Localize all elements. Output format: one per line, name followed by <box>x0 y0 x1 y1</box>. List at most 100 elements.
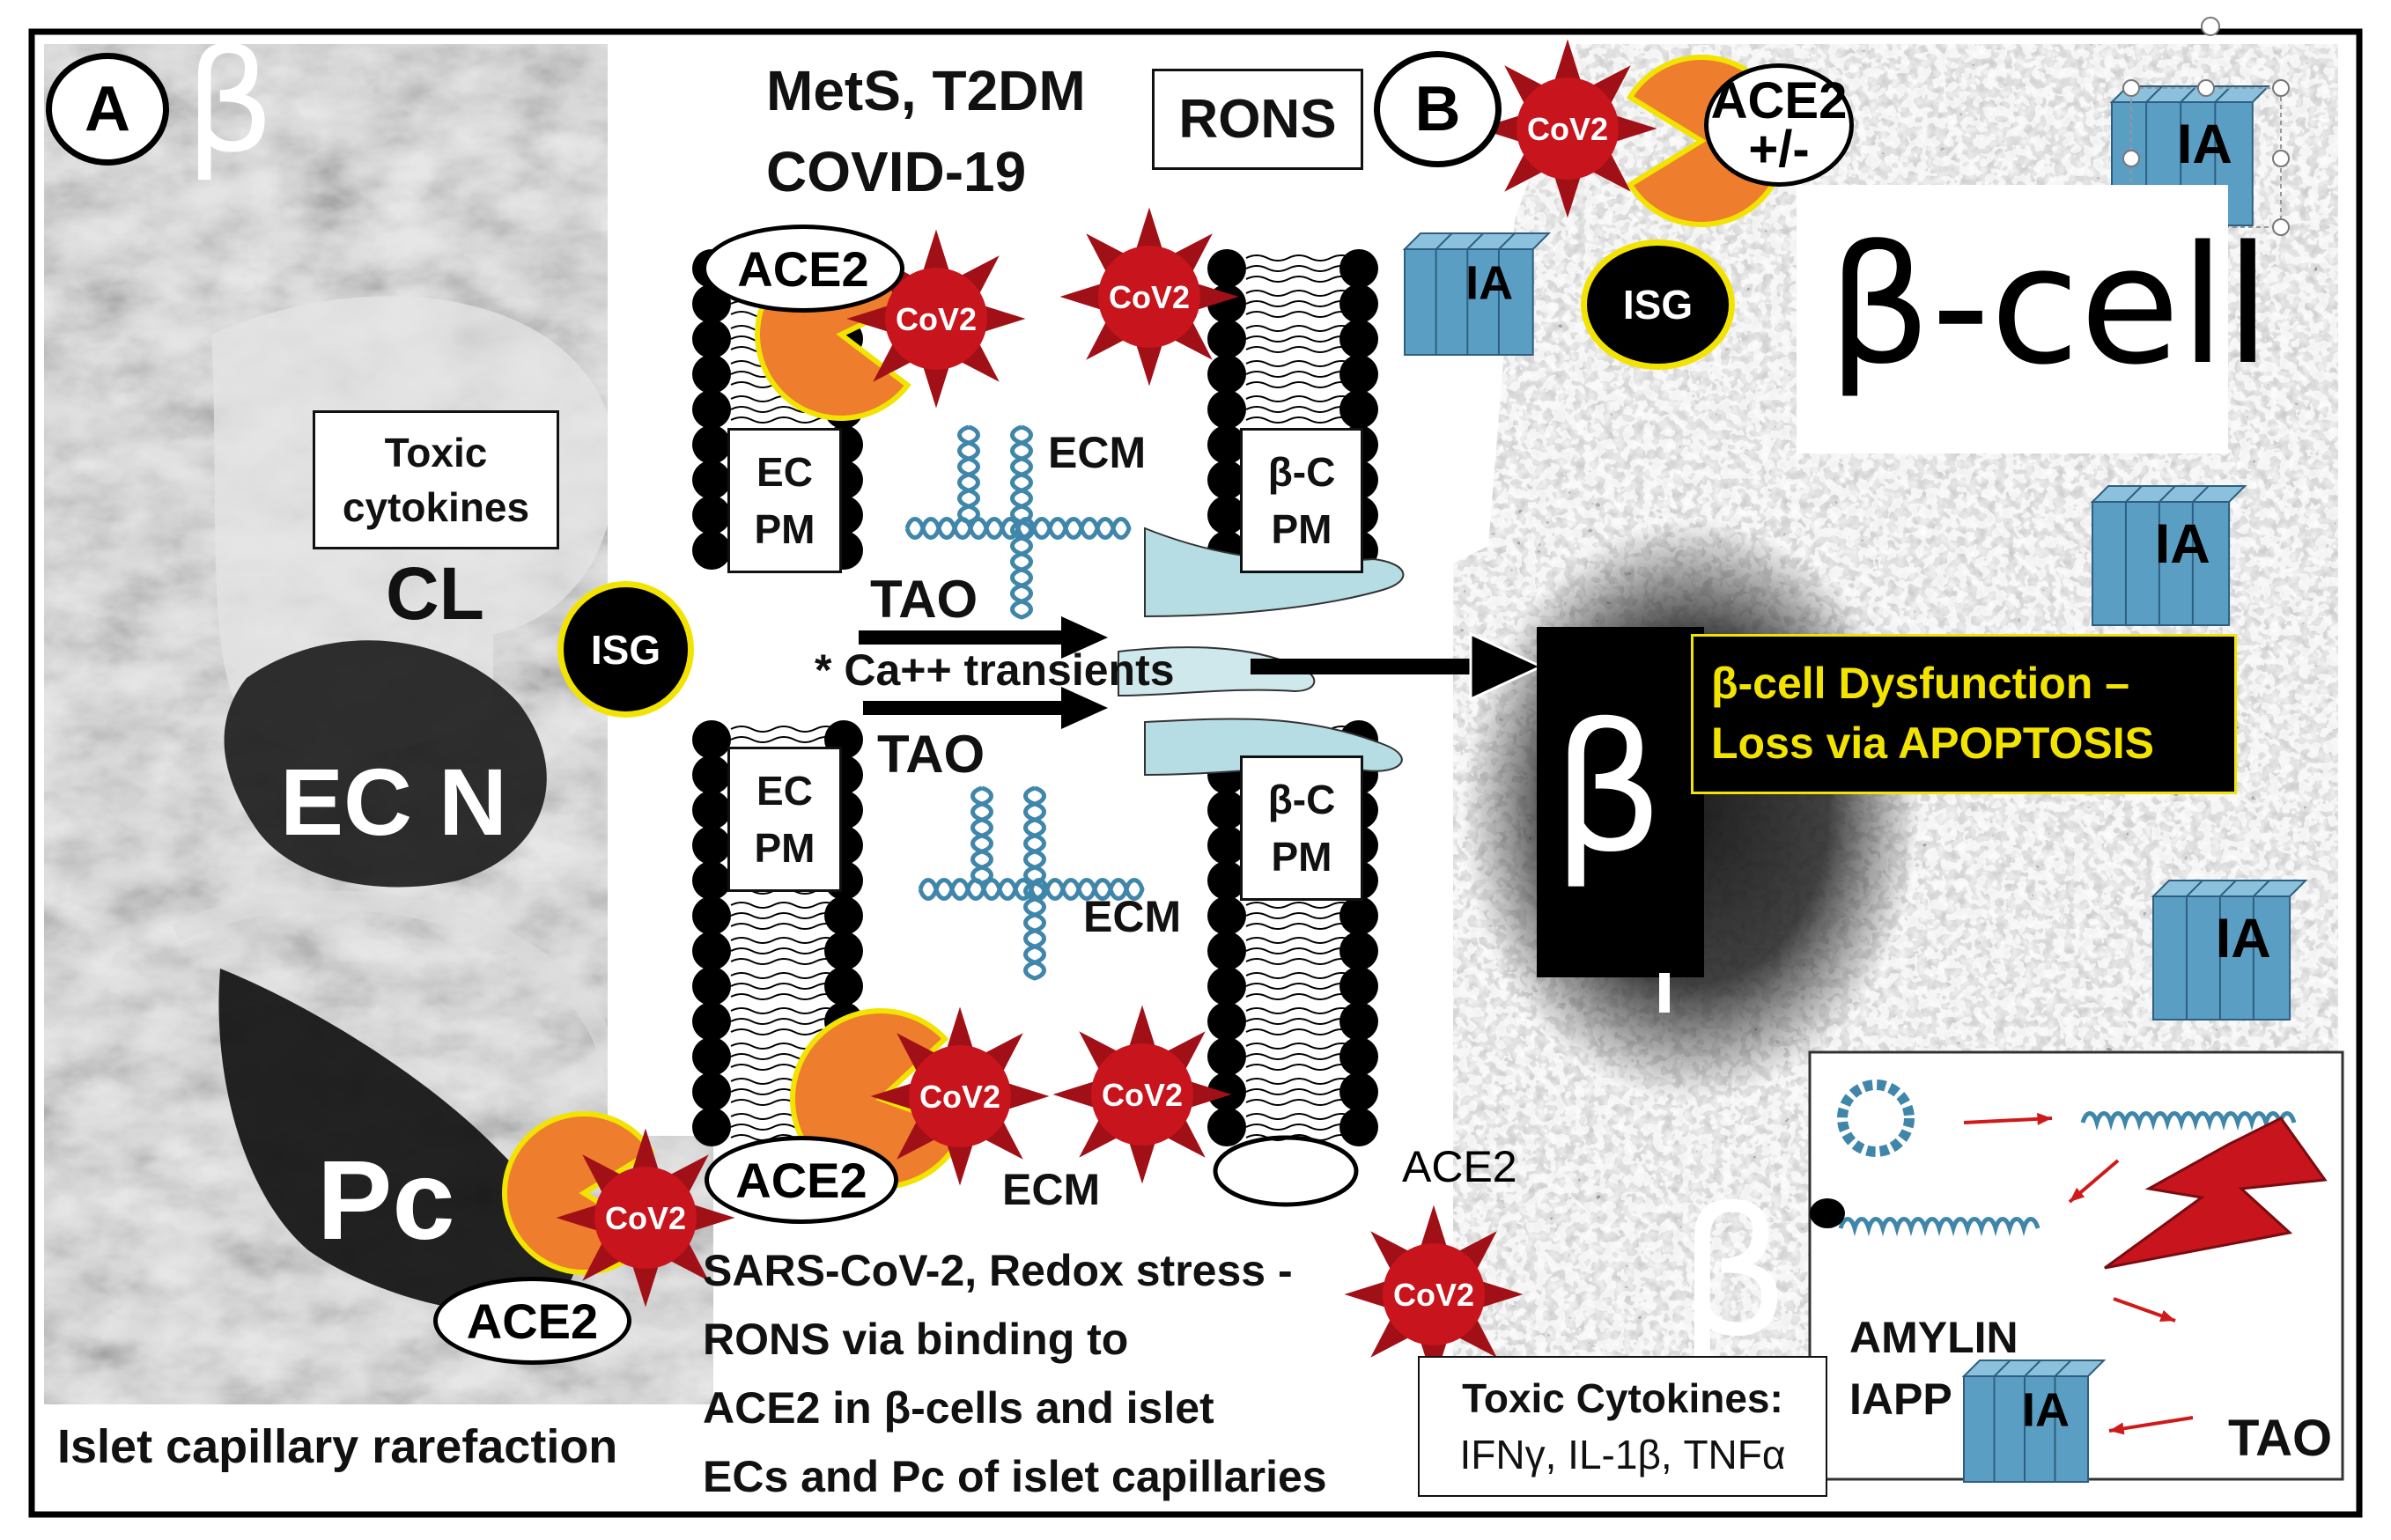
cov2-virus-4: CoV2 <box>1052 1005 1232 1184</box>
inset-arrow-1 <box>1963 1112 2053 1125</box>
figure-frame <box>28 28 2363 1518</box>
cov2-virus-5-label: CoV2 <box>605 1200 686 1236</box>
toxic-cytokines-line1: Toxic <box>384 429 488 475</box>
center-note-line4: ECs and Pc of islet capillaries <box>703 1452 1327 1501</box>
panel-b-letter: B <box>1374 51 1502 167</box>
toxic-cytokines-box: Toxic cytokines <box>313 410 559 549</box>
amylin-oligomer-coil <box>1838 1217 2040 1237</box>
ace2-outline <box>1213 1135 1359 1207</box>
center-note-line1: SARS-CoV-2, Redox stress - <box>703 1246 1293 1295</box>
caption-rarefaction: Islet capillary rarefaction <box>57 1420 618 1473</box>
ecm-strand-upper-h <box>904 517 1132 540</box>
toxic-cytokines-line2: cytokines <box>342 484 530 530</box>
ace2-label-top: ACE2 <box>702 225 904 313</box>
dysfunction-box: β-cell Dysfunction – Loss via APOPTOSIS <box>1691 634 2237 794</box>
ecm-label-bottom: ECM <box>1002 1165 1101 1214</box>
tao-arrows <box>859 616 1545 729</box>
amylin-monomer-ring <box>1837 1079 1915 1157</box>
panel-a-letter: A <box>46 53 169 166</box>
cov2-virus-7: CoV2 <box>1344 1205 1524 1384</box>
cov2-virus-7-label: CoV2 <box>1393 1277 1474 1313</box>
inset-arrow-3 <box>2113 1297 2176 1323</box>
ecm-label-middle: ECM <box>1083 892 1182 941</box>
panel-a-beta-symbol: β <box>185 19 276 184</box>
isg-granule-b: ISG <box>1581 239 1735 370</box>
ion-channel-b-low: IA <box>2151 880 2308 1021</box>
cov2-virus-5: CoV2 <box>556 1128 735 1308</box>
toxic-cytokines-b-list: IFNγ, IL-1β, TNFα <box>1459 1432 1786 1477</box>
tao-label-lower: TAO <box>877 725 985 784</box>
tao-label-inset: TAO <box>2228 1410 2333 1467</box>
ecm-label-upper: ECM <box>1048 428 1147 477</box>
ion-channel-inset: IA <box>1961 1359 2107 1483</box>
ion-channel-b-top-label: IA <box>2177 114 2232 175</box>
dysfunction-line2: Loss via APOPTOSIS <box>1711 718 2154 768</box>
ion-channel-b-low-label: IA <box>2216 908 2271 969</box>
endothelial-nucleus <box>224 640 547 888</box>
beta-cell-title-bg <box>1797 185 2228 453</box>
bc-pm-upper-line1: β-C <box>1267 449 1336 496</box>
ion-channel-center: IA <box>1402 232 1552 356</box>
bc-pm-lower-box: β-C PM <box>1240 755 1363 901</box>
ion-channel-inset-label: IA <box>2022 1383 2070 1436</box>
ca-transients-label: * Ca++ transients <box>815 645 1175 695</box>
ion-channel-b-mid: IA <box>2090 485 2247 626</box>
ace2-pm-label: ACE2 +/- <box>1704 63 1854 187</box>
beta-symbol-block: β <box>1552 687 1664 892</box>
amylin-unfolded-coil <box>2080 1111 2297 1131</box>
bc-pm-upper-line2: PM <box>1271 505 1332 552</box>
amylin-monomer-dot <box>1810 1198 1845 1228</box>
ec-n-label: EC N <box>280 748 508 855</box>
ec-pm-upper-line1: EC <box>756 449 813 496</box>
cov2-virus-1-label: CoV2 <box>896 301 977 337</box>
bc-pm-upper-box: β-C PM <box>1240 428 1363 573</box>
cov2-virus-3-label: CoV2 <box>919 1079 1000 1115</box>
iapp-label: IAPP <box>1849 1374 1952 1424</box>
header-line1: MetS, T2DM <box>766 59 1086 122</box>
ec-pm-upper-line2: PM <box>754 505 815 552</box>
inset-arrow-2 <box>2068 1159 2120 1204</box>
beta-symbol-lower: β <box>1678 1171 1790 1376</box>
ec-pm-upper-box: EC PM <box>727 428 842 573</box>
ace2-pm-line2: +/- <box>1748 121 1810 178</box>
ace2-pm-line1: ACE2 <box>1710 71 1848 129</box>
ecm-strand-lower-v <box>1023 785 1046 981</box>
cov2-virus-6: CoV2 <box>1478 39 1657 218</box>
ecm-strand-lower-h <box>918 878 1145 901</box>
ace2-label-bottom: ACE2 <box>705 1136 898 1224</box>
ecm-strand-lower-v2 <box>970 785 993 886</box>
center-note-line2: RONS via binding to <box>703 1315 1129 1364</box>
ace2-label-pc: ACE2 <box>433 1277 631 1365</box>
cov2-virus-6-label: CoV2 <box>1527 111 1608 147</box>
cov2-virus-2-label: CoV2 <box>1109 279 1190 315</box>
rons-box: RONS <box>1152 69 1363 170</box>
bc-pm-lower-line2: PM <box>1271 833 1332 880</box>
ec-pm-lower-line1: EC <box>756 768 813 814</box>
cov2-virus-2: CoV2 <box>1059 207 1239 387</box>
toxic-cytokines-b-title: Toxic Cytokines: <box>1462 1374 1783 1421</box>
ion-channel-center-label: IA <box>1465 256 1513 309</box>
cov2-virus-4-label: CoV2 <box>1102 1077 1183 1113</box>
pericyte-nucleus <box>218 969 576 1313</box>
ace2-label-right: ACE2 <box>1402 1142 1517 1191</box>
ec-pm-lower-box: EC PM <box>727 747 842 892</box>
amylin-aggregation-pathway <box>1837 1079 2297 1435</box>
center-panel-bg <box>608 251 1453 1136</box>
cl-label: CL <box>386 552 484 635</box>
ecm-strand-upper-v2 <box>957 424 980 525</box>
beta-cell-title: β-cell <box>1827 210 2271 401</box>
header-line2: COVID-19 <box>766 140 1027 203</box>
amylin-label: AMYLIN <box>1849 1313 2018 1362</box>
ecm-strand-upper-v <box>1010 424 1033 620</box>
ec-pm-lower-line2: PM <box>754 824 815 871</box>
isg-granule-a: ISG <box>557 581 694 718</box>
bc-pm-lower-line1: β-C <box>1267 777 1336 823</box>
lightning-bolt-icon <box>2104 1116 2328 1270</box>
panel-a-micrograph <box>44 44 713 1404</box>
ion-channel-b-mid-label: IA <box>2155 513 2210 575</box>
pc-label: Pc <box>317 1138 455 1264</box>
toxic-cytokines-b-box: Toxic Cytokines: IFNγ, IL-1β, TNFα <box>1418 1356 1827 1497</box>
dysfunction-line1: β-cell Dysfunction – <box>1711 659 2130 708</box>
